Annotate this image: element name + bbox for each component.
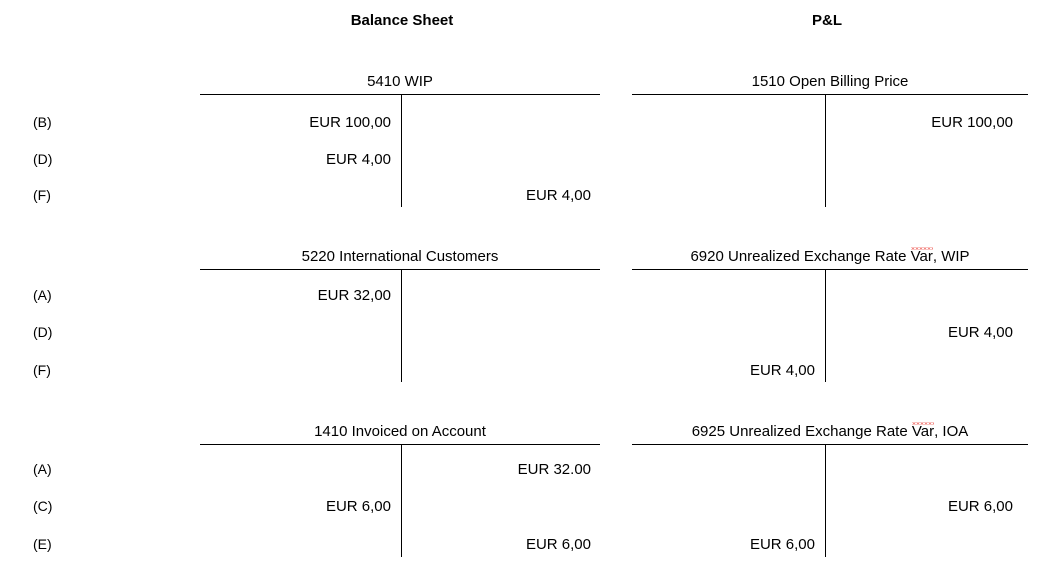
row-ref-label: (A) xyxy=(33,461,52,477)
t-account-title-suffix: , IOA xyxy=(934,423,969,440)
t-account-top-rule xyxy=(632,444,1028,445)
amount-credit: EUR 4,00 xyxy=(947,324,1013,341)
row-ref-label: (D) xyxy=(33,324,53,340)
row-ref-label: (F) xyxy=(33,362,51,378)
t-account-title-prefix: 6925 Unrealized Exchange Rate xyxy=(691,423,912,440)
column-header-balance-sheet: Balance Sheet xyxy=(350,12,454,29)
t-account-top-rule xyxy=(632,269,1028,270)
amount-debit: EUR 4,00 xyxy=(325,151,391,168)
t-account-center-rule xyxy=(401,444,402,557)
t-account-top-rule xyxy=(632,94,1028,95)
t-account-6920-unrealized-exchange-rate-var-wip: 6920 Unrealized Exchange Rate Var, WIP xyxy=(632,247,1028,382)
row-ref-label: (A) xyxy=(33,287,52,303)
t-account-title-suffix: , WIP xyxy=(932,248,970,265)
t-account-center-rule xyxy=(825,94,826,207)
t-account-5410-wip: 5410 WIP xyxy=(200,72,600,207)
amount-credit: EUR 6,00 xyxy=(947,498,1013,515)
t-account-title-prefix: 6920 Unrealized Exchange Rate xyxy=(690,248,911,265)
amount-debit: EUR 6,00 xyxy=(749,536,815,553)
t-account-center-rule xyxy=(401,269,402,382)
t-account-title: 6925 Unrealized Exchange Rate Var, IOA xyxy=(632,422,1028,444)
row-ref-label: (F) xyxy=(33,187,51,203)
row-ref-label: (E) xyxy=(33,536,52,552)
row-ref-label: (B) xyxy=(33,114,52,130)
spellcheck-underlined-word: Var xyxy=(910,247,933,269)
amount-credit: EUR 6,00 xyxy=(525,536,591,553)
t-account-center-rule xyxy=(401,94,402,207)
column-header-profit-and-loss: P&L xyxy=(812,12,842,29)
amount-credit: EUR 100,00 xyxy=(931,114,1013,131)
t-account-title: 1510 Open Billing Price xyxy=(751,73,909,90)
t-account-top-rule xyxy=(200,269,600,270)
t-account-title: 6920 Unrealized Exchange Rate Var, WIP xyxy=(632,247,1028,269)
t-account-1510-open-billing-price: 1510 Open Billing Price xyxy=(632,72,1028,207)
row-ref-label: (C) xyxy=(33,498,53,514)
amount-debit: EUR 4,00 xyxy=(749,362,815,379)
amount-credit: EUR 32.00 xyxy=(517,461,591,478)
t-account-1410-invoiced-on-account: 1410 Invoiced on Account xyxy=(200,422,600,557)
t-account-title: 1410 Invoiced on Account xyxy=(314,423,486,440)
amount-credit: EUR 4,00 xyxy=(525,187,591,204)
amount-debit: EUR 32,00 xyxy=(317,287,391,304)
amount-debit: EUR 100,00 xyxy=(309,114,391,131)
t-account-top-rule xyxy=(200,94,600,95)
t-account-title: 5220 International Customers xyxy=(301,248,499,265)
t-account-5220-international-customers: 5220 International Customers xyxy=(200,247,600,382)
t-account-top-rule xyxy=(200,444,600,445)
t-account-center-rule xyxy=(825,269,826,382)
t-account-title: 5410 WIP xyxy=(367,73,433,90)
t-account-6925-unrealized-exchange-rate-var-ioa: 6925 Unrealized Exchange Rate Var, IOA xyxy=(632,422,1028,557)
amount-debit: EUR 6,00 xyxy=(325,498,391,515)
spellcheck-underlined-word: Var xyxy=(911,422,935,444)
row-ref-label: (D) xyxy=(33,151,53,167)
t-account-center-rule xyxy=(825,444,826,557)
